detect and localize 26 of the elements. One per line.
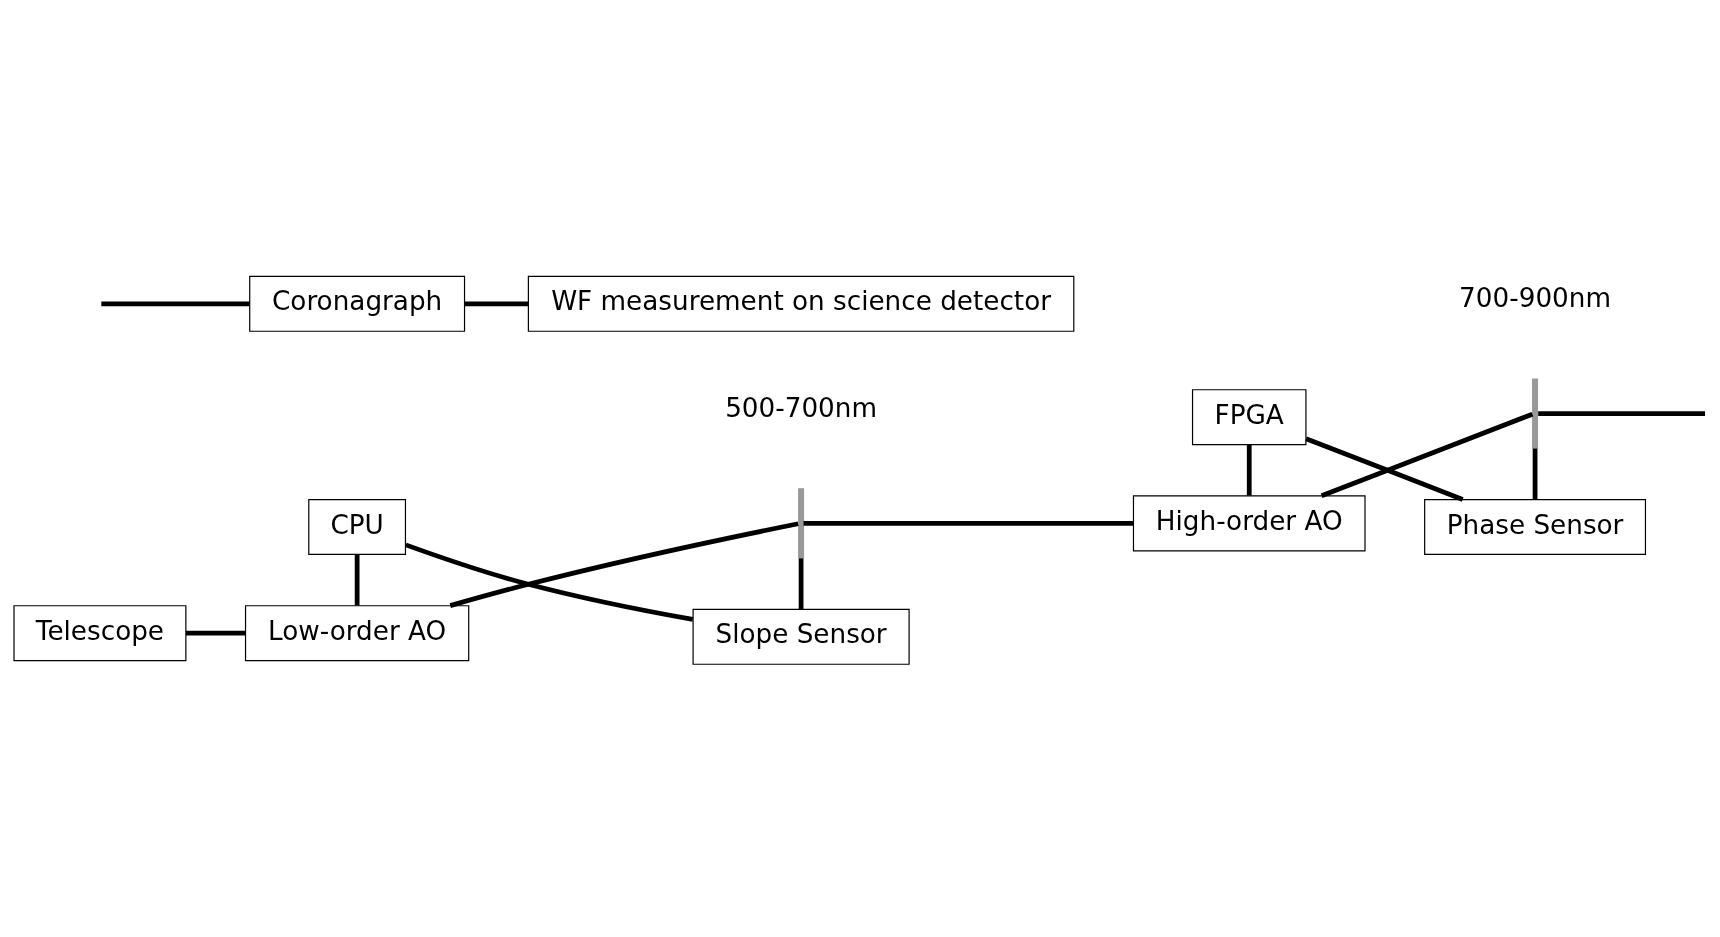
node-box: Slope Sensor bbox=[692, 608, 910, 665]
label: 700-900nm bbox=[1459, 282, 1612, 313]
connector bbox=[1320, 411, 1534, 499]
label: 500-700nm bbox=[725, 392, 878, 423]
node-box: WF measurement on science detector bbox=[527, 275, 1075, 332]
connector bbox=[1532, 448, 1538, 500]
node-box: Coronagraph bbox=[249, 275, 466, 332]
node-box: Telescope bbox=[13, 605, 187, 662]
node-box: Low-order AO bbox=[244, 605, 470, 662]
connector bbox=[803, 521, 1134, 526]
connector bbox=[354, 554, 360, 606]
node-box: Phase Sensor bbox=[1424, 498, 1647, 556]
connector bbox=[1538, 411, 1705, 416]
connector bbox=[464, 301, 529, 307]
connector bbox=[1305, 436, 1464, 502]
connector bbox=[1246, 444, 1252, 496]
node-mirror bbox=[798, 488, 805, 559]
connector bbox=[185, 630, 246, 636]
connector bbox=[101, 301, 250, 307]
node-mirror bbox=[1532, 378, 1539, 449]
node-box: High-order AO bbox=[1132, 495, 1366, 552]
node-box: CPU bbox=[308, 498, 407, 556]
connector bbox=[798, 558, 804, 610]
connector bbox=[449, 521, 799, 608]
node-box: FPGA bbox=[1191, 389, 1307, 446]
connector bbox=[405, 542, 694, 622]
